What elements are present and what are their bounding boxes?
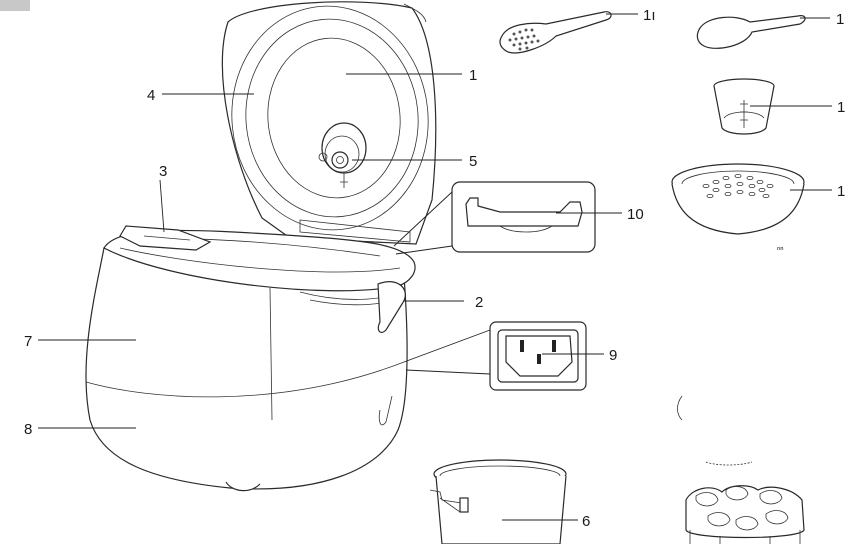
lid-inner-plate	[231, 5, 429, 231]
handle	[377, 281, 406, 334]
callout-1: 1	[469, 67, 477, 84]
callout-5: 5	[469, 153, 477, 170]
measuring-cup	[713, 78, 775, 135]
yogurt-cups	[685, 485, 805, 544]
rice-spoon	[696, 15, 806, 49]
steam-basket	[671, 163, 805, 235]
callout-3: 3	[159, 163, 167, 180]
inset-latch	[393, 181, 596, 255]
spatula	[499, 11, 612, 54]
callout-6: 6	[582, 513, 590, 530]
callout-4: 4	[147, 87, 155, 104]
inset-power-socket	[403, 321, 587, 391]
callout-2: 2	[475, 294, 483, 311]
lid	[221, 1, 437, 245]
inner-pot	[429, 459, 567, 544]
callout-spoon: 1	[836, 11, 844, 28]
steam-valve	[318, 122, 367, 188]
partial-accessory	[677, 395, 753, 466]
callout-10: 10	[627, 206, 644, 223]
cooker-top	[103, 225, 416, 334]
callout-cup: 1	[837, 99, 845, 116]
lid-release-button	[119, 225, 212, 251]
callout-7: 7	[24, 333, 32, 350]
body	[85, 245, 408, 492]
callout-9: 9	[609, 347, 617, 364]
callout-spatula: 1ı	[643, 7, 656, 24]
callout-lines	[38, 13, 832, 521]
callout-8: 8	[24, 421, 32, 438]
callout-basket-small: ⁿⁿ	[777, 244, 784, 254]
corner-tab	[0, 0, 30, 11]
callout-basket: 1	[837, 183, 845, 200]
